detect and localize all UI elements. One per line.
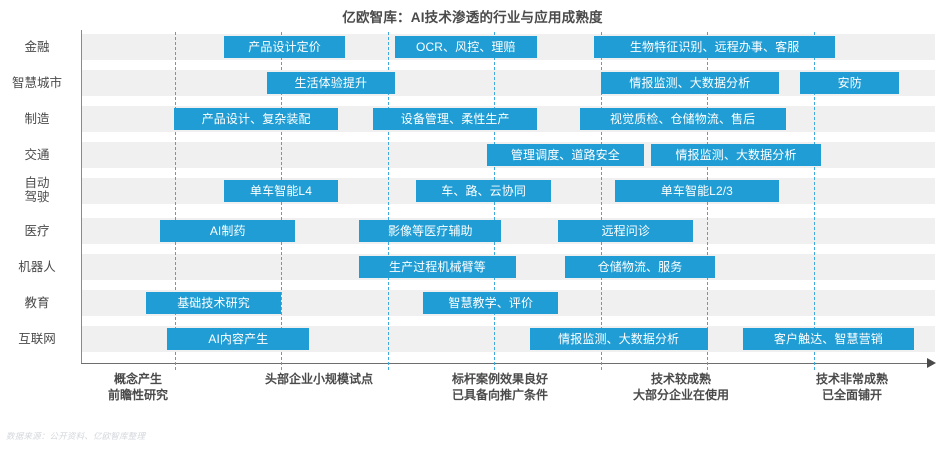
row-label-line: 交通 — [24, 147, 50, 162]
maturity-bar[interactable]: AI制药 — [160, 220, 296, 242]
maturity-bar[interactable]: 视觉质检、仓储物流、售后 — [579, 108, 786, 130]
stage-label-line: 头部企业小规模试点 — [264, 372, 373, 386]
row-label-4: 自动驾驶 — [0, 176, 74, 205]
row-label-line: 互联网 — [18, 331, 56, 346]
maturity-bar[interactable]: 生活体验提升 — [266, 72, 395, 94]
maturity-bar[interactable]: 车、路、云协同 — [416, 180, 552, 202]
maturity-bar[interactable]: AI内容产生 — [167, 328, 310, 350]
row-label-6: 机器人 — [0, 260, 74, 274]
page-title: 亿欧智库：AI技术渗透的行业与应用成熟度 — [342, 10, 603, 25]
row-label-8: 互联网 — [0, 332, 74, 346]
row-label-line: 驾驶 — [24, 190, 50, 205]
maturity-bar[interactable]: 产品设计、复杂装配 — [174, 108, 338, 130]
stage-separator — [814, 32, 815, 370]
source-note: 数据来源：公开资料、亿欧智库整理 — [6, 431, 146, 441]
maturity-bar[interactable]: 设备管理、柔性生产 — [373, 108, 537, 130]
maturity-bar[interactable]: 智慧教学、评价 — [423, 292, 559, 314]
stage-label-line: 标杆案例效果良好 — [451, 372, 548, 386]
row-label-line: 医疗 — [24, 223, 50, 238]
stage-label-line: 已具备向推广条件 — [451, 388, 548, 403]
row-label-5: 医疗 — [0, 224, 74, 238]
stage-label-4: 技术非常成熟已全面铺开 — [762, 371, 942, 403]
y-axis-line — [81, 30, 82, 364]
stage-separator — [601, 32, 602, 370]
maturity-bar[interactable]: OCR、风控、理赔 — [394, 36, 537, 58]
x-axis-arrow-icon — [927, 358, 936, 368]
stage-separator — [175, 32, 176, 370]
maturity-bar[interactable]: 基础技术研究 — [145, 292, 282, 314]
x-axis-line — [81, 363, 929, 364]
row-label-line: 机器人 — [18, 259, 56, 274]
row-label-line: 智慧城市 — [11, 75, 62, 90]
maturity-bar[interactable]: 情报监测、大数据分析 — [650, 144, 822, 166]
stage-label-1: 头部企业小规模试点 — [229, 371, 409, 387]
stage-label-line: 前瞻性研究 — [107, 388, 168, 403]
maturity-bar[interactable]: 产品设计定价 — [224, 36, 345, 58]
row-label-line: 教育 — [24, 295, 50, 310]
maturity-bar[interactable]: 影像等医疗辅助 — [359, 220, 502, 242]
maturity-bar[interactable]: 生物特征识别、远程办事、客服 — [593, 36, 836, 58]
maturity-bar[interactable]: 单车智能L2/3 — [615, 180, 779, 202]
maturity-bar[interactable]: 客户触达、智慧营销 — [743, 328, 914, 350]
maturity-bar[interactable]: 情报监测、大数据分析 — [529, 328, 708, 350]
row-label-line: 制造 — [24, 111, 50, 126]
stage-label-line: 技术非常成熟 — [815, 372, 888, 386]
maturity-bar[interactable]: 安防 — [799, 72, 900, 94]
stage-separator — [388, 32, 389, 370]
maturity-bar[interactable]: 单车智能L4 — [224, 180, 338, 202]
stage-label-0: 概念产生前瞻性研究 — [48, 371, 228, 403]
row-label-0: 金融 — [0, 40, 74, 54]
maturity-bar[interactable]: 远程问诊 — [558, 220, 694, 242]
stage-label-line: 已全面铺开 — [821, 388, 882, 403]
stage-label-3: 技术较成熟大部分企业在使用 — [591, 371, 771, 403]
row-label-3: 交通 — [0, 148, 74, 162]
stage-label-line: 大部分企业在使用 — [632, 388, 729, 403]
row-label-line: 金融 — [24, 39, 50, 54]
maturity-bar[interactable]: 仓储物流、服务 — [565, 256, 715, 278]
maturity-bar[interactable]: 生产过程机械臂等 — [359, 256, 516, 278]
row-label-line: 自动 — [24, 176, 50, 190]
row-label-2: 制造 — [0, 112, 74, 126]
row-label-7: 教育 — [0, 296, 74, 310]
stage-label-line: 技术较成熟 — [650, 372, 711, 386]
stage-label-2: 标杆案例效果良好已具备向推广条件 — [410, 371, 590, 403]
row-label-1: 智慧城市 — [0, 76, 74, 90]
stage-label-line: 概念产生 — [113, 372, 162, 386]
maturity-bar[interactable]: 管理调度、道路安全 — [487, 144, 644, 166]
maturity-bar[interactable]: 情报监测、大数据分析 — [600, 72, 779, 94]
row-band — [82, 70, 935, 96]
